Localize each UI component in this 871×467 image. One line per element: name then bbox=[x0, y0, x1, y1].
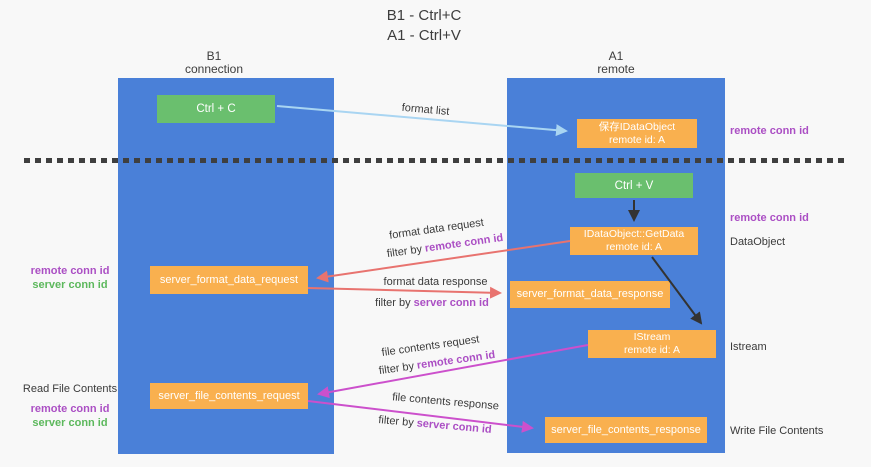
node-fmt-resp-label: server_format_data_response bbox=[516, 288, 664, 300]
node-server-file-contents-response: server_file_contents_response bbox=[545, 417, 707, 443]
node-server-file-contents-request: server_file_contents_request bbox=[150, 383, 308, 409]
node-ctrl-v: Ctrl + V bbox=[575, 173, 693, 198]
node-save-line1: 保存IDataObject bbox=[598, 120, 676, 133]
left-server-conn-id-1: server conn id bbox=[32, 279, 108, 291]
node-file-resp-label: server_file_contents_response bbox=[551, 423, 701, 436]
lane-b1-name: B1 bbox=[206, 49, 222, 63]
server-conn-id-text: server conn id bbox=[413, 297, 489, 309]
right-dataobject-label: DataObject bbox=[730, 236, 786, 248]
filter-by-text: filter by bbox=[375, 297, 411, 309]
node-idataobject-getdata: IDataObject::GetData remote id: A bbox=[570, 227, 698, 255]
node-save-idataobject: 保存IDataObject remote id: A bbox=[577, 119, 697, 148]
left-server-conn-id-2: server conn id bbox=[32, 417, 108, 429]
format-data-response-arrow bbox=[307, 286, 502, 299]
node-ctrl-c: Ctrl + C bbox=[157, 95, 275, 123]
filter-by-text: filter by bbox=[377, 414, 415, 430]
right-remote-conn-id-2: remote conn id bbox=[730, 212, 809, 224]
diagram-title: B1 - Ctrl+C A1 - Ctrl+V bbox=[0, 6, 848, 46]
node-ctrl-v-label: Ctrl + V bbox=[614, 179, 654, 192]
lane-header-a1: A1 remote bbox=[516, 50, 716, 76]
node-istream-line1: IStream bbox=[633, 331, 671, 343]
node-server-format-data-request: server_format_data_request bbox=[150, 266, 308, 294]
label-file-contents-response-text: file contents response bbox=[391, 391, 500, 413]
filter-by-text: filter by bbox=[386, 243, 423, 261]
left-remote-conn-id-2: remote conn id bbox=[30, 403, 110, 415]
node-save-line2: remote id: A bbox=[608, 133, 666, 146]
left-remote-conn-id-1: remote conn id bbox=[30, 265, 110, 277]
node-istream: IStream remote id: A bbox=[588, 330, 716, 358]
right-remote-conn-id-1: remote conn id bbox=[730, 125, 809, 137]
node-ctrl-c-label: Ctrl + C bbox=[196, 103, 236, 115]
node-fmt-req-label: server_format_data_request bbox=[159, 273, 299, 286]
node-getdata-line1: IDataObject::GetData bbox=[583, 228, 685, 240]
node-server-format-data-response: server_format_data_response bbox=[510, 281, 670, 308]
label-format-data-response: format data response bbox=[384, 276, 491, 288]
lane-a1-name: A1 bbox=[608, 49, 624, 63]
node-getdata-line2: remote id: A bbox=[605, 241, 663, 253]
lane-b1-role: connection bbox=[184, 62, 244, 76]
diagram-title-line2: A1 - Ctrl+V bbox=[387, 27, 461, 44]
left-read-file-contents-label: Read File Contents bbox=[22, 383, 118, 395]
lane-a1-role: remote bbox=[597, 62, 635, 76]
diagram-title-line1: B1 - Ctrl+C bbox=[386, 7, 462, 24]
filter-by-text: filter by bbox=[378, 360, 415, 378]
node-istream-line2: remote id: A bbox=[623, 344, 681, 356]
lane-header-b1: B1 connection bbox=[114, 50, 314, 76]
label-file-contents-response: file contents response bbox=[392, 391, 503, 413]
right-istream-label: Istream bbox=[730, 341, 767, 353]
left-conn-id-pair-2: remote conn id server conn id bbox=[18, 402, 122, 430]
label-format-data-response-text: format data response bbox=[383, 276, 488, 288]
left-conn-id-pair-1: remote conn id server conn id bbox=[18, 264, 122, 292]
node-file-req-label: server_file_contents_request bbox=[158, 389, 300, 402]
dashed-divider bbox=[24, 158, 848, 163]
label-format-list-text: format list bbox=[401, 101, 450, 118]
right-write-file-contents-label: Write File Contents bbox=[730, 425, 824, 437]
server-conn-id-text: server conn id bbox=[416, 417, 493, 436]
label-format-list: format list bbox=[401, 102, 453, 118]
